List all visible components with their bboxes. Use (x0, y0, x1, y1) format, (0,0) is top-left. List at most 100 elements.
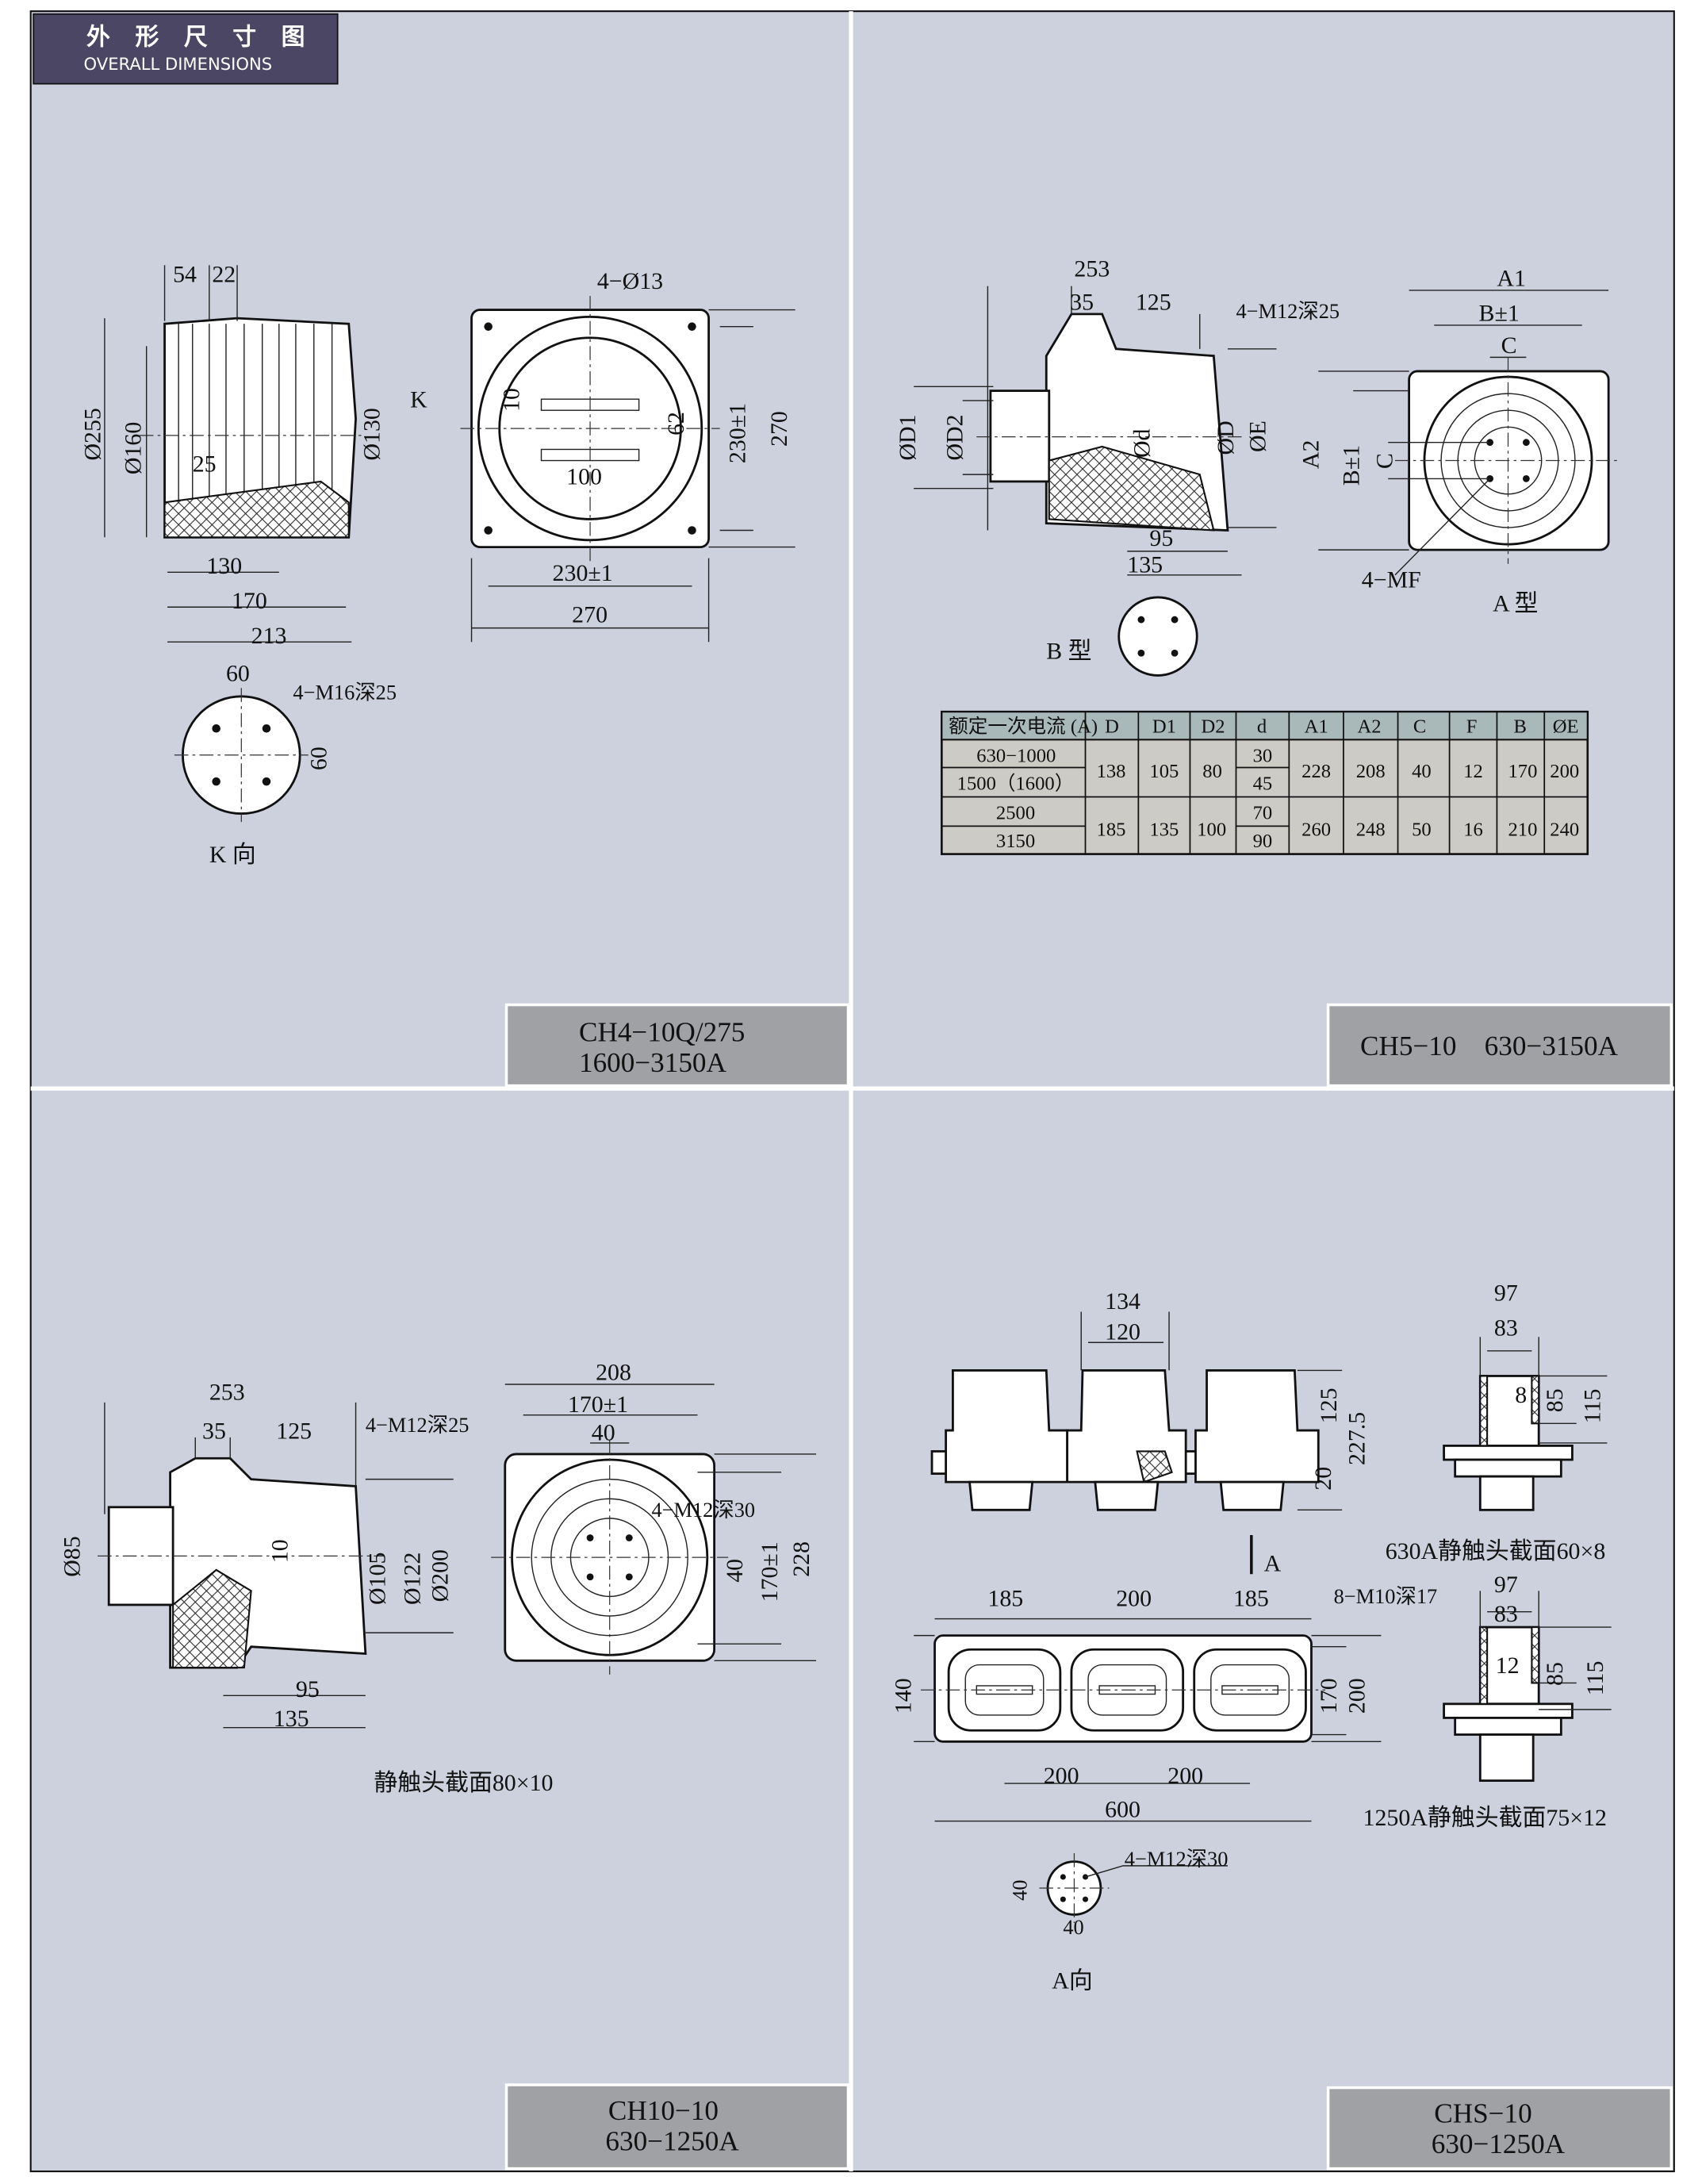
dimension-label: D2 (1202, 716, 1225, 738)
dimension-label: 25 (193, 451, 217, 478)
model-name: CH4−10Q/275 (579, 1016, 745, 1047)
dimension-label: 35 (1070, 290, 1094, 316)
dimension-label: 200 (1550, 761, 1579, 782)
dimension-label: 95 (1149, 525, 1173, 551)
dimension-label: 134 (1105, 1288, 1140, 1315)
dimension-label: 210 (1508, 819, 1537, 841)
dimension-label: Ø255 (80, 408, 106, 460)
dimension-label: 270 (766, 411, 792, 447)
ch4-front-view (460, 295, 795, 643)
dimension-label: 12 (1496, 1652, 1520, 1679)
dimension-label: 70 (1253, 803, 1273, 824)
dimension-label: 20 (1310, 1467, 1336, 1491)
chs-section-1250 (1443, 1591, 1612, 1782)
dimension-label: K 向 (209, 842, 256, 868)
dimension-label: 240 (1550, 819, 1579, 841)
dimension-label: 80 (1202, 761, 1222, 782)
chs-front-view (930, 1311, 1343, 1575)
dimension-label: 138 (1097, 761, 1126, 782)
dimension-label: 40 (592, 1419, 615, 1445)
dimension-label: 10 (498, 388, 524, 412)
header-title-en: OVERALL DIMENSIONS (84, 54, 273, 74)
dimension-label: Ø122 (399, 1553, 425, 1605)
dimension-label: 100 (1197, 819, 1226, 841)
dimension-label: B±1 (1479, 301, 1520, 327)
dimension-label: ØD (1213, 420, 1239, 455)
dimension-label: 1250A静触头截面75×12 (1363, 1805, 1607, 1831)
dimension-label: 97 (1494, 1572, 1518, 1598)
dimension-label: 22 (212, 261, 236, 287)
current-range: 1600−3150A (579, 1047, 727, 1078)
table-header-row: 额定一次电流 (A) D D1 D2 d A1 A2 C F B ØE (949, 716, 1578, 738)
dimension-label: 4−M12深25 (366, 1413, 470, 1437)
dimension-label: 227.5 (1344, 1412, 1370, 1465)
ch5-a-type-view (1318, 290, 1621, 576)
dimension-label: 40 (722, 1559, 748, 1583)
dimension-label: 54 (173, 261, 197, 287)
chs-dimensions: 134 120 125 227.5 20 A 97 83 8 85 115 63… (891, 1280, 1608, 1994)
dimension-label: 630A静触头截面60×8 (1386, 1538, 1606, 1564)
ch10-front-view (491, 1384, 817, 1675)
dimension-label: 83 (1494, 1601, 1518, 1627)
dimension-label: 630−1000 (976, 745, 1056, 766)
dimension-label: 140 (891, 1678, 917, 1714)
dimension-label: 50 (1412, 819, 1432, 841)
dimension-label: 4−M12深30 (651, 1498, 755, 1522)
model-name: CHS−10 (1434, 2098, 1531, 2129)
dimension-label: 105 (1149, 761, 1179, 782)
dimension-label: 60 (226, 660, 250, 686)
dimension-label: 185 (1233, 1586, 1269, 1612)
dimension-label: 45 (1253, 773, 1273, 795)
dimension-label: 35 (202, 1418, 226, 1445)
dimension-label: 200 (1167, 1763, 1203, 1789)
dimension-label: 228 (788, 1541, 815, 1577)
dimension-label: 4−Ø13 (597, 268, 663, 294)
model-name: CH5−10 630−3150A (1360, 1031, 1619, 1061)
dimension-label: 170 (1508, 761, 1537, 782)
dimension-label: 4−M12深25 (1236, 299, 1340, 323)
dimension-label: 170±1 (568, 1391, 628, 1418)
table-row: 2500 3150 185 135 100 70 90 260 248 50 1… (996, 803, 1579, 852)
ch5-b-type-view (914, 286, 1277, 677)
panel-label-ch10: CH10−10 630−1250A (504, 2083, 850, 2171)
dimension-label: 115 (1582, 1661, 1608, 1696)
dimension-label: 125 (1136, 290, 1171, 316)
dimension-label: 185 (1097, 819, 1126, 841)
dimension-label: 16 (1463, 819, 1483, 841)
dimension-label: 8 (1515, 1382, 1527, 1408)
ch10-side-view (98, 1402, 454, 1729)
dimension-label: F (1466, 716, 1478, 738)
dimension-label: A1 (1497, 266, 1526, 292)
dimension-label: Ø85 (59, 1536, 85, 1576)
dimension-label: 170 (232, 588, 267, 614)
dimension-label: 额定一次电流 (A) (949, 716, 1098, 738)
dimension-label: 208 (1356, 761, 1386, 782)
model-name: CH10−10 (608, 2095, 719, 2126)
dimension-label: ØE (1244, 420, 1271, 452)
dimension-label: d (1257, 716, 1267, 738)
ch5-dimensions: 253 35 125 4−M12深25 ØD1 ØD2 Ød ØD ØE 95 … (895, 255, 1539, 664)
dimension-label: A (1264, 1551, 1282, 1577)
dimension-label: 8−M10深17 (1334, 1584, 1438, 1608)
dimension-label: 253 (1074, 255, 1110, 282)
panel-label-ch4: CH4−10Q/275 1600−3150A (504, 1003, 850, 1088)
dimension-label: 200 (1044, 1763, 1079, 1789)
dimension-label: 115 (1580, 1389, 1606, 1424)
ch5-parameter-table: 额定一次电流 (A) D D1 D2 d A1 A2 C F B ØE 630−… (941, 710, 1589, 855)
dimension-label: 125 (1316, 1388, 1342, 1423)
current-range: 630−1250A (605, 2126, 739, 2157)
dimension-label: 4−M12深30 (1125, 1847, 1229, 1871)
ch4-dimensions: 54 22 4−Ø13 Ø255 Ø160 25 Ø130 K 130 170 … (80, 261, 792, 868)
dimension-label: 200 (1344, 1678, 1370, 1714)
dimension-label: A2 (1298, 440, 1324, 470)
chs-top-view (914, 1618, 1382, 1822)
dimension-label: 248 (1356, 819, 1386, 841)
panel-label-ch5: CH5−10 630−3150A (1326, 1003, 1673, 1088)
dimension-label: 230±1 (553, 560, 613, 586)
panel-label-chs: CHS−10 630−1250A (1326, 2086, 1673, 2171)
dimension-label: D1 (1152, 716, 1176, 738)
dimension-label: 170 (1316, 1678, 1342, 1714)
dimension-label: B±1 (1338, 445, 1364, 486)
dimension-label: 125 (276, 1418, 312, 1445)
dimension-label: 83 (1494, 1315, 1518, 1341)
